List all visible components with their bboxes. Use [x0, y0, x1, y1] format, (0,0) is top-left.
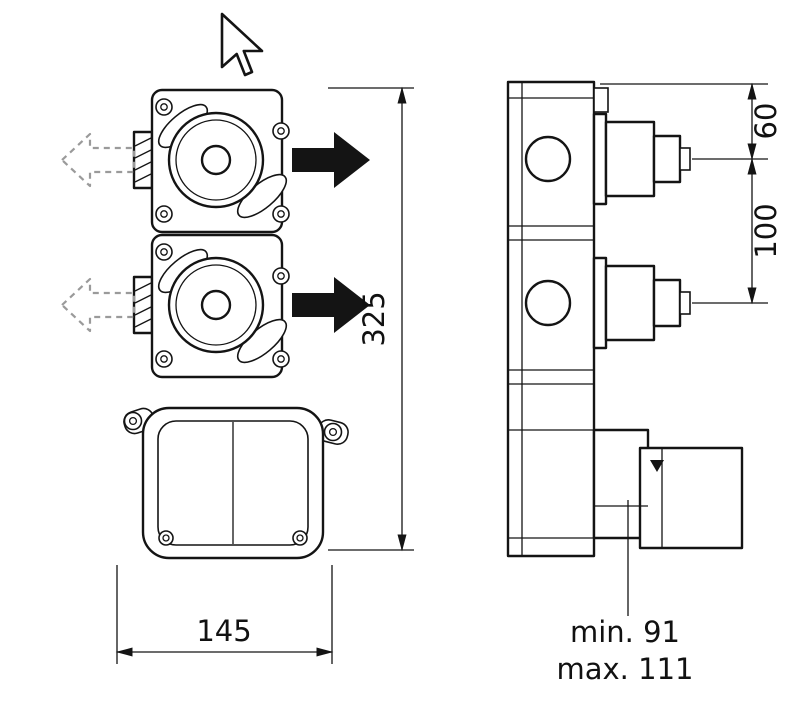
cursor-icon — [220, 12, 264, 77]
valve-module-top — [60, 88, 370, 234]
flow-arrow-solid-right-middle — [292, 277, 370, 333]
dimension-height-label: 325 — [357, 291, 391, 346]
valve-trim-inner-ring — [175, 264, 257, 346]
dimension-port-offset-label: 60 — [749, 103, 783, 140]
stem-cap — [652, 134, 682, 184]
depth-min-label: min. 91 — [570, 615, 680, 649]
stem-flange — [592, 112, 608, 206]
stem-nub — [679, 147, 691, 171]
stem-body — [604, 264, 656, 342]
valve-trim-circle — [167, 111, 265, 209]
depth-max-label: max. 111 — [557, 652, 694, 686]
stem-body — [604, 120, 656, 198]
bracket-hatching — [134, 282, 152, 328]
side-body-detail-lines — [508, 82, 609, 556]
dimension-port-spacing-label: 100 — [749, 203, 783, 258]
dimension-port-spacing: 100 — [692, 157, 783, 305]
stem-cap — [652, 278, 682, 328]
inlet-bracket — [132, 130, 154, 190]
valve-stem-top — [592, 112, 691, 206]
stem-nub — [679, 291, 691, 315]
screw-holes — [155, 98, 290, 223]
stem-flange — [592, 256, 608, 350]
flow-arrow-dashed-left-top — [60, 132, 136, 188]
dimension-height: 325 — [328, 86, 414, 552]
valve-hub — [200, 289, 232, 321]
inlet-bracket — [132, 275, 154, 335]
dimension-depth: min. 91 max. 111 — [557, 615, 694, 686]
valve-trim-inner-ring — [175, 119, 257, 201]
flow-arrow-dashed-left-middle — [60, 277, 136, 333]
side-body — [506, 80, 596, 558]
valve-hub — [200, 144, 232, 176]
port-circle-bottom — [524, 279, 572, 327]
valve-stem-bottom — [592, 256, 691, 350]
dimension-port-offset: 60 — [600, 82, 783, 161]
dimension-width-label: 145 — [196, 614, 251, 648]
clip-marker — [650, 460, 664, 472]
valve-trim-circle — [167, 256, 265, 354]
port-circle-top — [524, 135, 572, 183]
screw-holes — [155, 243, 290, 368]
rough-in-box — [123, 406, 349, 560]
front-view: 325 145 — [60, 86, 414, 664]
box-screw-holes — [123, 411, 343, 546]
side-view: 60 100 min. 91 max. 111 — [506, 80, 783, 686]
bracket-hatching — [134, 137, 152, 183]
dimension-width: 145 — [115, 565, 334, 664]
flow-arrow-solid-right-top — [292, 132, 370, 188]
valve-module-middle — [60, 233, 370, 379]
bottom-housing — [592, 428, 744, 550]
